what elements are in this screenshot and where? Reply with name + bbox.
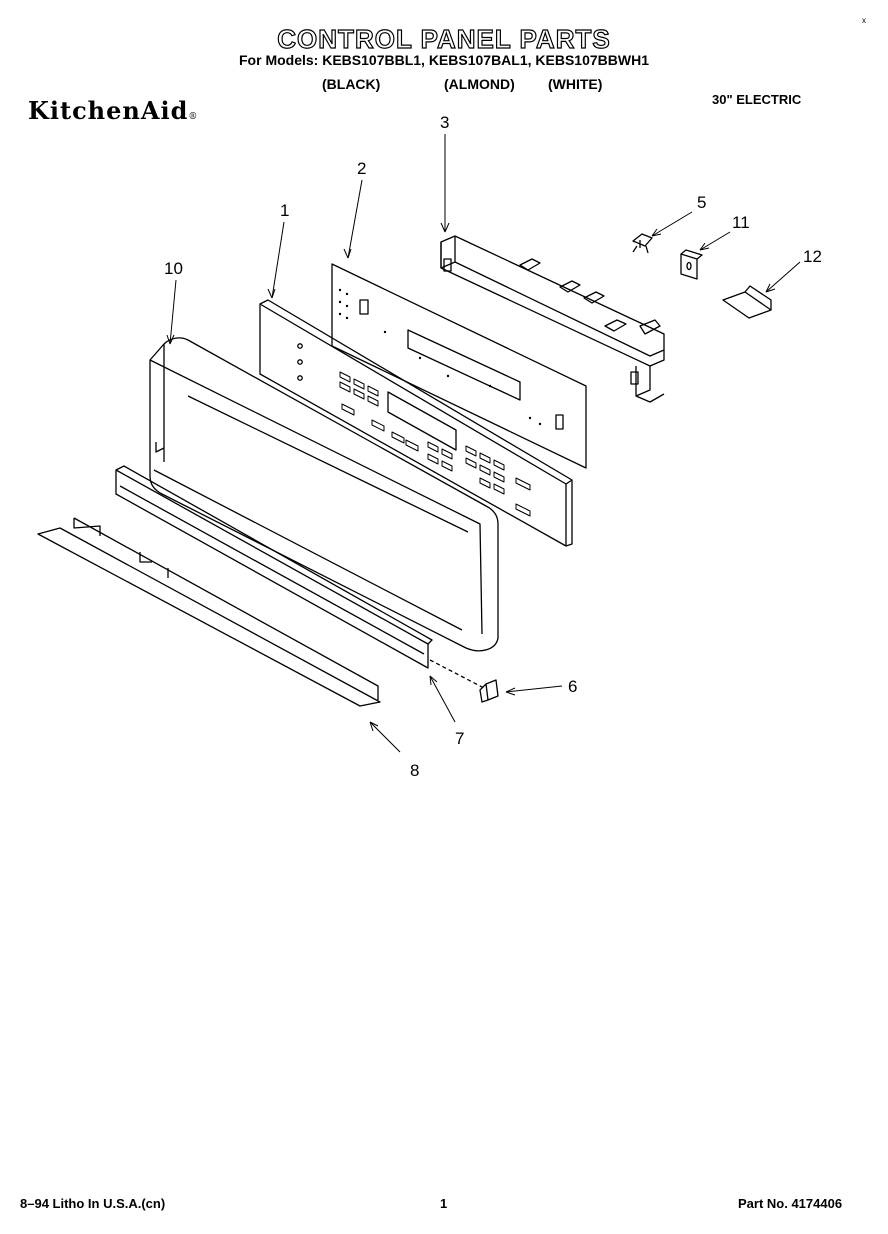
footer-part-number: Part No. 4174406	[738, 1196, 843, 1211]
callout-1: 1	[280, 201, 289, 220]
callout-10: 10	[164, 259, 183, 278]
brand-name: KitchenAid	[28, 96, 189, 125]
part-11-bracket	[680, 249, 703, 280]
models-line: For Models: KEBS107BBL1, KEBS107BAL1, KE…	[239, 52, 649, 68]
callout-6: 6	[568, 677, 577, 696]
callout-8: 8	[410, 761, 419, 780]
callout-5: 5	[697, 193, 706, 212]
callout-leaders	[166, 134, 801, 753]
part-7-trim-strip	[115, 465, 433, 669]
part-12-insulator	[722, 285, 772, 319]
part-5-clip	[632, 233, 653, 254]
corner-mark: x	[862, 16, 866, 25]
color-almond-label: (ALMOND)	[444, 76, 515, 92]
brand-registered-mark: ®	[188, 112, 199, 122]
footer-litho: 8–94 Litho In U.S.A.(cn)	[20, 1196, 166, 1211]
callout-3: 3	[440, 113, 449, 132]
part-3-control-board	[440, 235, 665, 403]
brand-logo: KitchenAid®	[28, 96, 198, 125]
page-title: CONTROL PANEL PARTS	[277, 23, 611, 54]
part-2-overlay	[331, 263, 587, 469]
part-6-end-cap	[429, 659, 499, 703]
callout-numbers: 2 3 1 10 5 11 12 6 7 8	[164, 113, 822, 780]
part-8-bottom-strip	[37, 517, 381, 707]
callout-2: 2	[357, 159, 366, 178]
color-black-label: (BLACK)	[322, 76, 381, 92]
part-1-control-panel	[259, 299, 573, 547]
callout-11: 11	[732, 213, 750, 232]
footer-page-number: 1	[440, 1196, 448, 1211]
part-10-frame	[149, 337, 499, 652]
callout-7: 7	[455, 729, 464, 748]
color-white-label: (WHITE)	[548, 76, 603, 92]
product-subtitle: 30" ELECTRIC	[712, 92, 802, 107]
callout-12: 12	[803, 247, 822, 266]
